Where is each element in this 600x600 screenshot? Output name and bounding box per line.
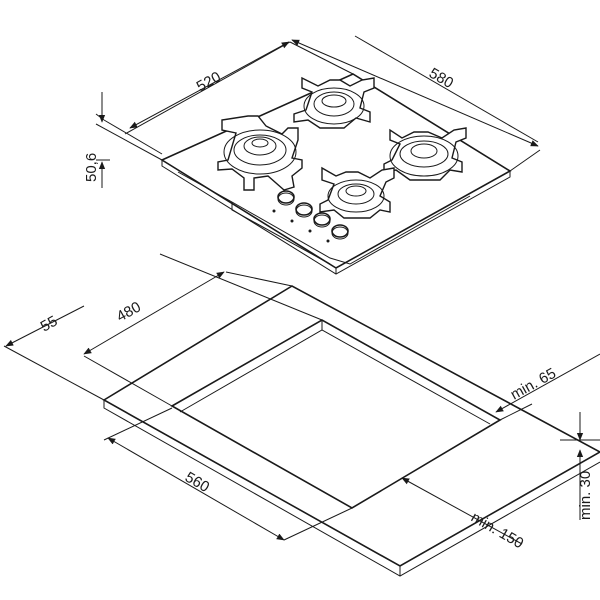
dim-label-min-65: min. 65 (508, 365, 559, 404)
dim-label-min-150: min. 150 (468, 509, 526, 552)
dim-line-55 (5, 305, 85, 347)
burner-front (319, 166, 395, 219)
hob-illustration (160, 73, 512, 275)
dim-label-580: 580 (426, 65, 456, 92)
dim-line-480 (83, 271, 225, 355)
dim-label-height: 50,6 (83, 153, 100, 182)
dim-label-55: 55 (38, 313, 61, 336)
burner-right (383, 127, 467, 181)
dim-line-580 (291, 39, 539, 147)
dim-label-min-30: min. 30 (577, 471, 594, 520)
cutout-illustration (102, 285, 600, 577)
dim-label-560: 560 (182, 469, 212, 496)
cutout-inner-wall (179, 329, 491, 425)
burner-rear-left (217, 115, 303, 191)
dim-line-min-65 (495, 353, 600, 413)
countertop-front (103, 400, 600, 577)
knob-1 (277, 190, 295, 206)
dim-line-560 (107, 437, 285, 541)
countertop-top (102, 285, 600, 567)
dim-line-min-150 (401, 477, 523, 545)
dim-line-520 (129, 41, 290, 129)
control-knobs (272, 190, 349, 243)
knob-3 (313, 212, 331, 228)
knob-2 (295, 202, 313, 218)
hob-body (177, 171, 471, 265)
burner-rear-right (293, 76, 375, 129)
cutout-opening (170, 319, 502, 509)
knob-4 (331, 224, 349, 240)
